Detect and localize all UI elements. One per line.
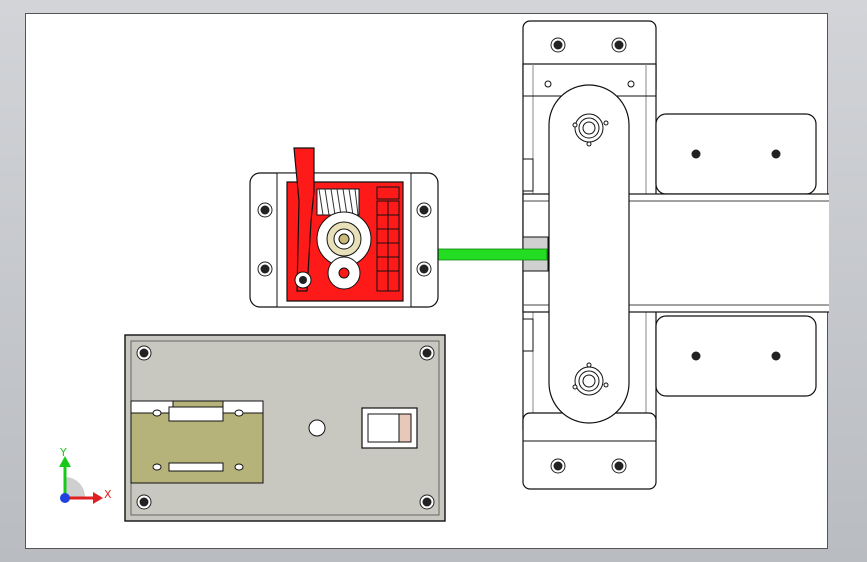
indicator-hole bbox=[308, 419, 326, 437]
carriage-assembly[interactable] bbox=[522, 20, 829, 490]
link-arm[interactable] bbox=[548, 84, 630, 424]
rocker-switch-icon[interactable] bbox=[361, 407, 418, 449]
electronics-box[interactable] bbox=[124, 334, 446, 522]
x-axis-label: X bbox=[104, 488, 112, 501]
extruder-spring bbox=[316, 188, 360, 216]
extruder-assembly[interactable] bbox=[249, 147, 439, 308]
assembly-drawing[interactable]: Y X bbox=[26, 14, 829, 550]
upper-bracket[interactable] bbox=[655, 113, 817, 195]
graphics-viewport[interactable]: Y X bbox=[25, 13, 829, 550]
top-pulley bbox=[572, 113, 609, 147]
coordinate-triad-icon: Y X bbox=[59, 446, 112, 504]
extruder-fins bbox=[376, 186, 400, 292]
power-board[interactable] bbox=[130, 400, 264, 484]
bottom-mount-plate[interactable] bbox=[522, 412, 657, 490]
extruder-lever[interactable] bbox=[293, 147, 315, 292]
y-axis-label: Y bbox=[59, 446, 67, 459]
bottom-pulley bbox=[572, 362, 609, 396]
drive-gear bbox=[316, 211, 372, 267]
extruder-screw bbox=[294, 271, 312, 289]
lower-bracket[interactable] bbox=[655, 315, 817, 397]
idler-bearing bbox=[327, 256, 361, 290]
